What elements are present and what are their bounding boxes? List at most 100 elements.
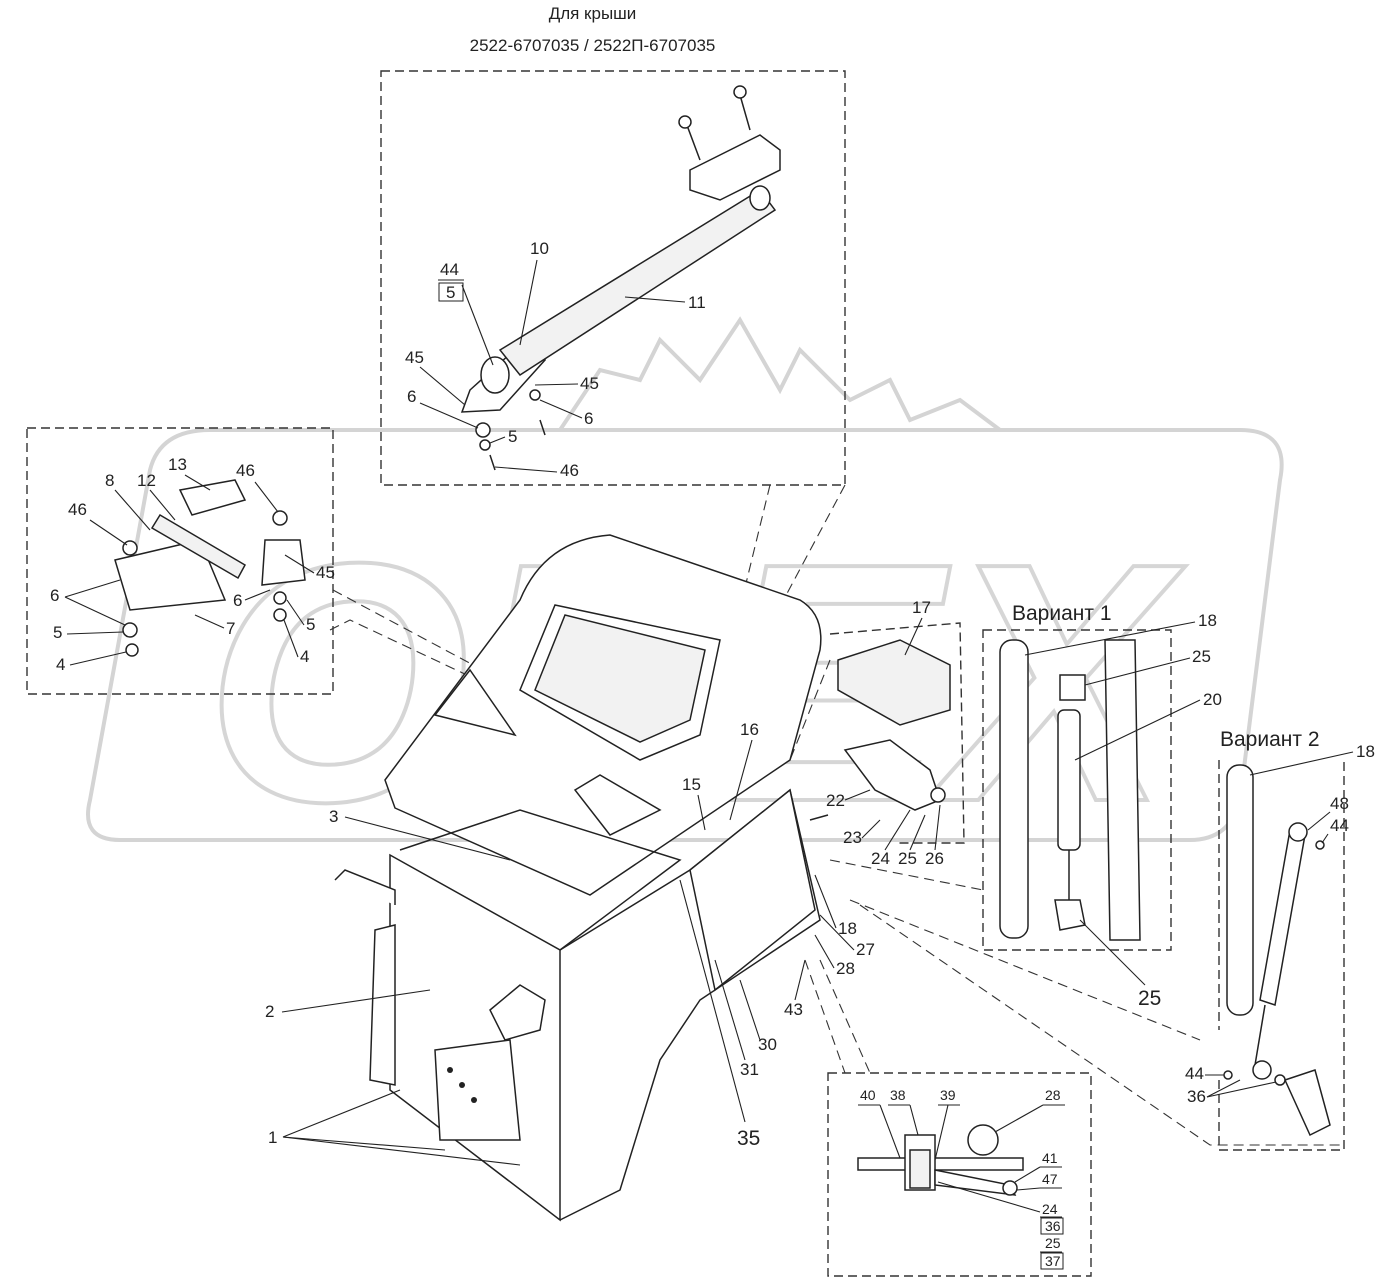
seat-bracket — [489, 984, 546, 1041]
leader-10 — [519, 259, 538, 346]
leader-25-upper — [1084, 657, 1191, 686]
frame-post — [1104, 639, 1141, 941]
leader-46 — [494, 466, 558, 473]
panel-indicator-3 — [471, 1097, 477, 1103]
panel-indicator-1 — [447, 1067, 453, 1073]
strut-tube — [1226, 764, 1254, 1016]
lower-hinge — [480, 356, 510, 394]
leader-22 — [844, 789, 871, 801]
leader-16 — [729, 739, 753, 821]
hatch-glass — [534, 614, 706, 743]
leader-38 — [909, 1104, 919, 1136]
leader-41 — [1014, 1166, 1041, 1183]
leader-48 — [1307, 811, 1331, 831]
hinge-plate-lower — [114, 539, 227, 611]
leader-5-right — [286, 599, 305, 626]
leader-6-right — [539, 399, 583, 419]
panel-indicator-2 — [459, 1082, 465, 1088]
label-18: 18 — [838, 919, 857, 938]
label-3: 3 — [329, 807, 338, 826]
variant2-parts — [1223, 764, 1331, 1137]
leader-13 — [184, 474, 211, 491]
cab-side-panel — [389, 853, 561, 1222]
label-24: 24 — [1042, 1201, 1058, 1217]
leader-36-b — [1206, 1081, 1277, 1098]
label-41: 41 — [1042, 1150, 1058, 1166]
section-plate — [857, 1157, 1024, 1171]
lower-eye — [1252, 1060, 1272, 1080]
label-17: 17 — [912, 598, 931, 617]
leader-31 — [714, 959, 746, 1061]
leader-39 — [934, 1104, 949, 1161]
watermark-gear-teeth — [558, 316, 1002, 432]
leader-28 — [994, 1104, 1044, 1133]
leader-8 — [114, 489, 151, 531]
label-28: 28 — [1045, 1087, 1061, 1103]
leader-6-left-a — [64, 579, 121, 598]
left-box-labels: 8 12 13 46 46 45 6 6 7 5 5 4 4 — [50, 455, 335, 674]
bolt-upper-b — [739, 94, 751, 131]
leader-45-right — [534, 383, 579, 386]
variant2-labels: 18 48 44 44 36 — [1185, 742, 1375, 1106]
leader-3 — [344, 816, 511, 861]
label-20: 20 — [1203, 690, 1222, 709]
label-5-right: 5 — [306, 615, 315, 634]
fitting-seal — [909, 1149, 931, 1189]
washer-26 — [930, 787, 946, 803]
tube-end — [749, 185, 771, 211]
label-11: 11 — [688, 293, 706, 312]
leader-6-left — [419, 402, 479, 429]
leader-24 — [884, 809, 911, 851]
label-38: 38 — [890, 1087, 906, 1103]
handle-assembly — [460, 85, 781, 471]
cover-17 — [837, 639, 951, 726]
leader-20 — [1074, 699, 1201, 761]
part-numbers: 2522-6707035 / 2522П-6707035 — [469, 36, 716, 55]
label-46-right: 46 — [236, 461, 255, 480]
hinge-assembly — [114, 479, 306, 657]
label-1: 1 — [268, 1128, 277, 1147]
side-detail-box — [829, 622, 965, 844]
leader-7 — [194, 614, 225, 629]
label-26: 26 — [925, 849, 944, 868]
leader-45 — [284, 554, 315, 574]
gas-spring-body — [1057, 709, 1081, 851]
label-25-upper: 25 — [1192, 647, 1211, 666]
label-35: 35 — [737, 1127, 760, 1150]
label-45: 45 — [316, 563, 335, 582]
gas-spring-body — [1259, 829, 1306, 1006]
cab-top-frame — [399, 809, 682, 951]
leader-5 — [489, 436, 506, 444]
label-5-box — [438, 282, 464, 302]
label-31: 31 — [740, 1060, 759, 1079]
label-15: 15 — [682, 775, 701, 794]
mirror-bracket — [334, 869, 396, 905]
leader-44 — [461, 284, 494, 366]
label-6-left: 6 — [407, 387, 416, 406]
nut-4-left — [125, 643, 139, 657]
leader-18 — [1024, 621, 1196, 656]
label-5-boxed: 5 — [446, 283, 455, 302]
gas-spring-rod — [1254, 1004, 1266, 1066]
label-46: 46 — [560, 461, 579, 480]
windshield — [689, 788, 816, 992]
leader-28 — [814, 934, 835, 969]
washer-5-left — [122, 622, 138, 638]
roof-bracket-left — [433, 668, 517, 737]
side-box-labels: 17 22 23 24 25 26 — [826, 598, 944, 868]
bolt-head-b — [733, 85, 747, 99]
bolt-46-right-head — [272, 510, 288, 526]
label-24: 24 — [871, 849, 890, 868]
label-39: 39 — [940, 1087, 956, 1103]
washer-45 — [529, 389, 541, 401]
nut-4-right — [273, 608, 287, 622]
bolt-46-b — [539, 419, 546, 436]
label-23: 23 — [843, 828, 862, 847]
roof-bracket-center — [573, 774, 662, 836]
leader-46-right — [254, 481, 279, 513]
cab-labels: 3 2 1 15 16 18 27 28 43 30 31 35 — [265, 720, 875, 1166]
label-25: 25 — [1045, 1235, 1061, 1251]
label-37-box — [1040, 1252, 1064, 1270]
leader-5-left — [66, 631, 124, 635]
leader-43 — [794, 959, 806, 1001]
